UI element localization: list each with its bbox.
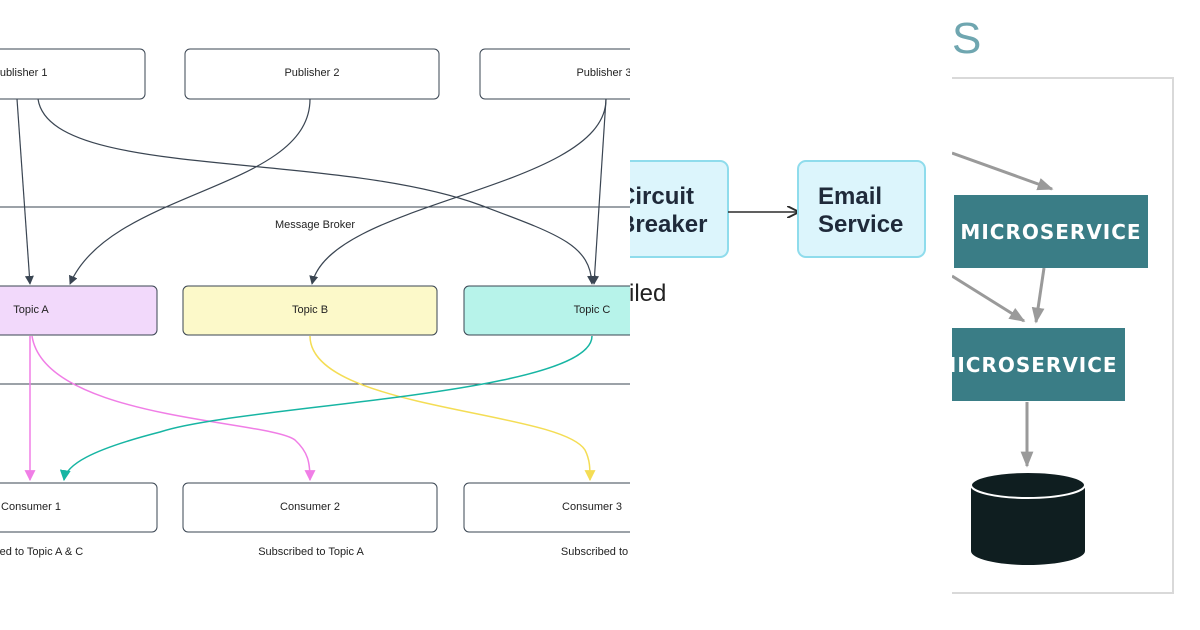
database-top	[970, 471, 1086, 499]
incoming-arrow-top	[952, 151, 1054, 191]
architecture-frame	[952, 77, 1174, 594]
microservices-diagram: S MICROSERVICE MICROSERVICE	[952, 0, 1200, 630]
circuit-breaker-svg: Circuit Breaker Email Service Failed	[630, 160, 926, 307]
database-icon	[970, 471, 1086, 565]
consumer-2: Consumer 2	[182, 482, 438, 533]
broker-label: Message Broker	[275, 219, 355, 231]
consumer-3: Consumer 3	[463, 482, 630, 533]
publisher-1-label: Publisher 1	[0, 67, 48, 79]
consumer-2-subscription: Subscribed to Topic A	[258, 546, 364, 558]
email-service-label-line1: Email	[818, 183, 882, 210]
publisher-2: Publisher 2	[184, 48, 440, 100]
incoming-arrow-middle	[952, 274, 1026, 323]
publisher-2-label: Publisher 2	[284, 67, 339, 79]
consumer-1-subscription: Subscribed to Topic A & C	[0, 546, 83, 558]
consumer-1-label: Consumer 1	[1, 501, 61, 513]
topic-a-label: Topic A	[13, 304, 49, 316]
topic-c: Topic C	[463, 285, 630, 336]
topic-c-label: Topic C	[574, 304, 611, 316]
circuit-breaker-diagram: Circuit Breaker Email Service Failed	[630, 0, 952, 630]
microservices-svg: S MICROSERVICE MICROSERVICE	[952, 14, 1174, 594]
circuit-breaker-label-line2: Breaker	[630, 211, 707, 238]
topic-c-box	[463, 285, 630, 336]
failed-status-text: Failed	[630, 280, 666, 307]
publisher-1: Publisher 1	[0, 48, 146, 100]
topic-a-box	[0, 285, 158, 336]
publisher-3-label: Publisher 3	[576, 67, 630, 79]
consumer-3-label: Consumer 3	[562, 501, 622, 513]
route-publisher3-topicB	[309, 98, 607, 285]
route-publisher3-topicC	[590, 98, 607, 285]
topic-b-box	[182, 285, 438, 336]
email-service-box: Email Service	[797, 160, 926, 258]
microservice-1: MICROSERVICE	[954, 195, 1148, 268]
microservice-2-label: MICROSERVICE	[952, 353, 1118, 377]
route-publisher1-topicC	[37, 98, 597, 285]
broker-diagram-svg: Message Broker Publisher 1 Publisher 2 P…	[0, 48, 630, 558]
microservice-1-box	[954, 195, 1148, 268]
route-topicA-consumer2	[31, 335, 316, 482]
email-service-label-line2: Service	[818, 211, 903, 238]
consumer-1: Consumer 1	[0, 482, 158, 533]
topic-a: Topic A	[0, 285, 158, 336]
route-topicC-consumer1	[59, 335, 593, 482]
email-service-rect	[797, 160, 926, 258]
database-body	[971, 485, 1085, 565]
route-publisher1-topicA	[16, 98, 34, 285]
microservice-1-label: MICROSERVICE	[960, 220, 1141, 244]
topic-b: Topic B	[182, 285, 438, 336]
service-to-service-arrow	[1031, 267, 1046, 324]
consumer-3-subscription: Subscribed to Topic B	[561, 546, 630, 558]
circuit-breaker-label-line1: Circuit	[630, 183, 694, 210]
publisher-3: Publisher 3	[479, 48, 630, 100]
route-publisher2-topicA	[69, 98, 311, 285]
heading-fragment: S	[952, 14, 981, 63]
consumer-2-label: Consumer 2	[280, 501, 340, 513]
route-topicB-consumer3	[309, 335, 596, 482]
microservice-2-box	[952, 328, 1125, 401]
message-broker-diagram: Message Broker Publisher 1 Publisher 2 P…	[0, 48, 630, 558]
microservice-2: MICROSERVICE	[952, 328, 1125, 401]
topic-b-label: Topic B	[292, 304, 328, 316]
circuit-breaker-box: Circuit Breaker	[630, 160, 729, 258]
circuit-breaker-rect	[630, 160, 729, 258]
